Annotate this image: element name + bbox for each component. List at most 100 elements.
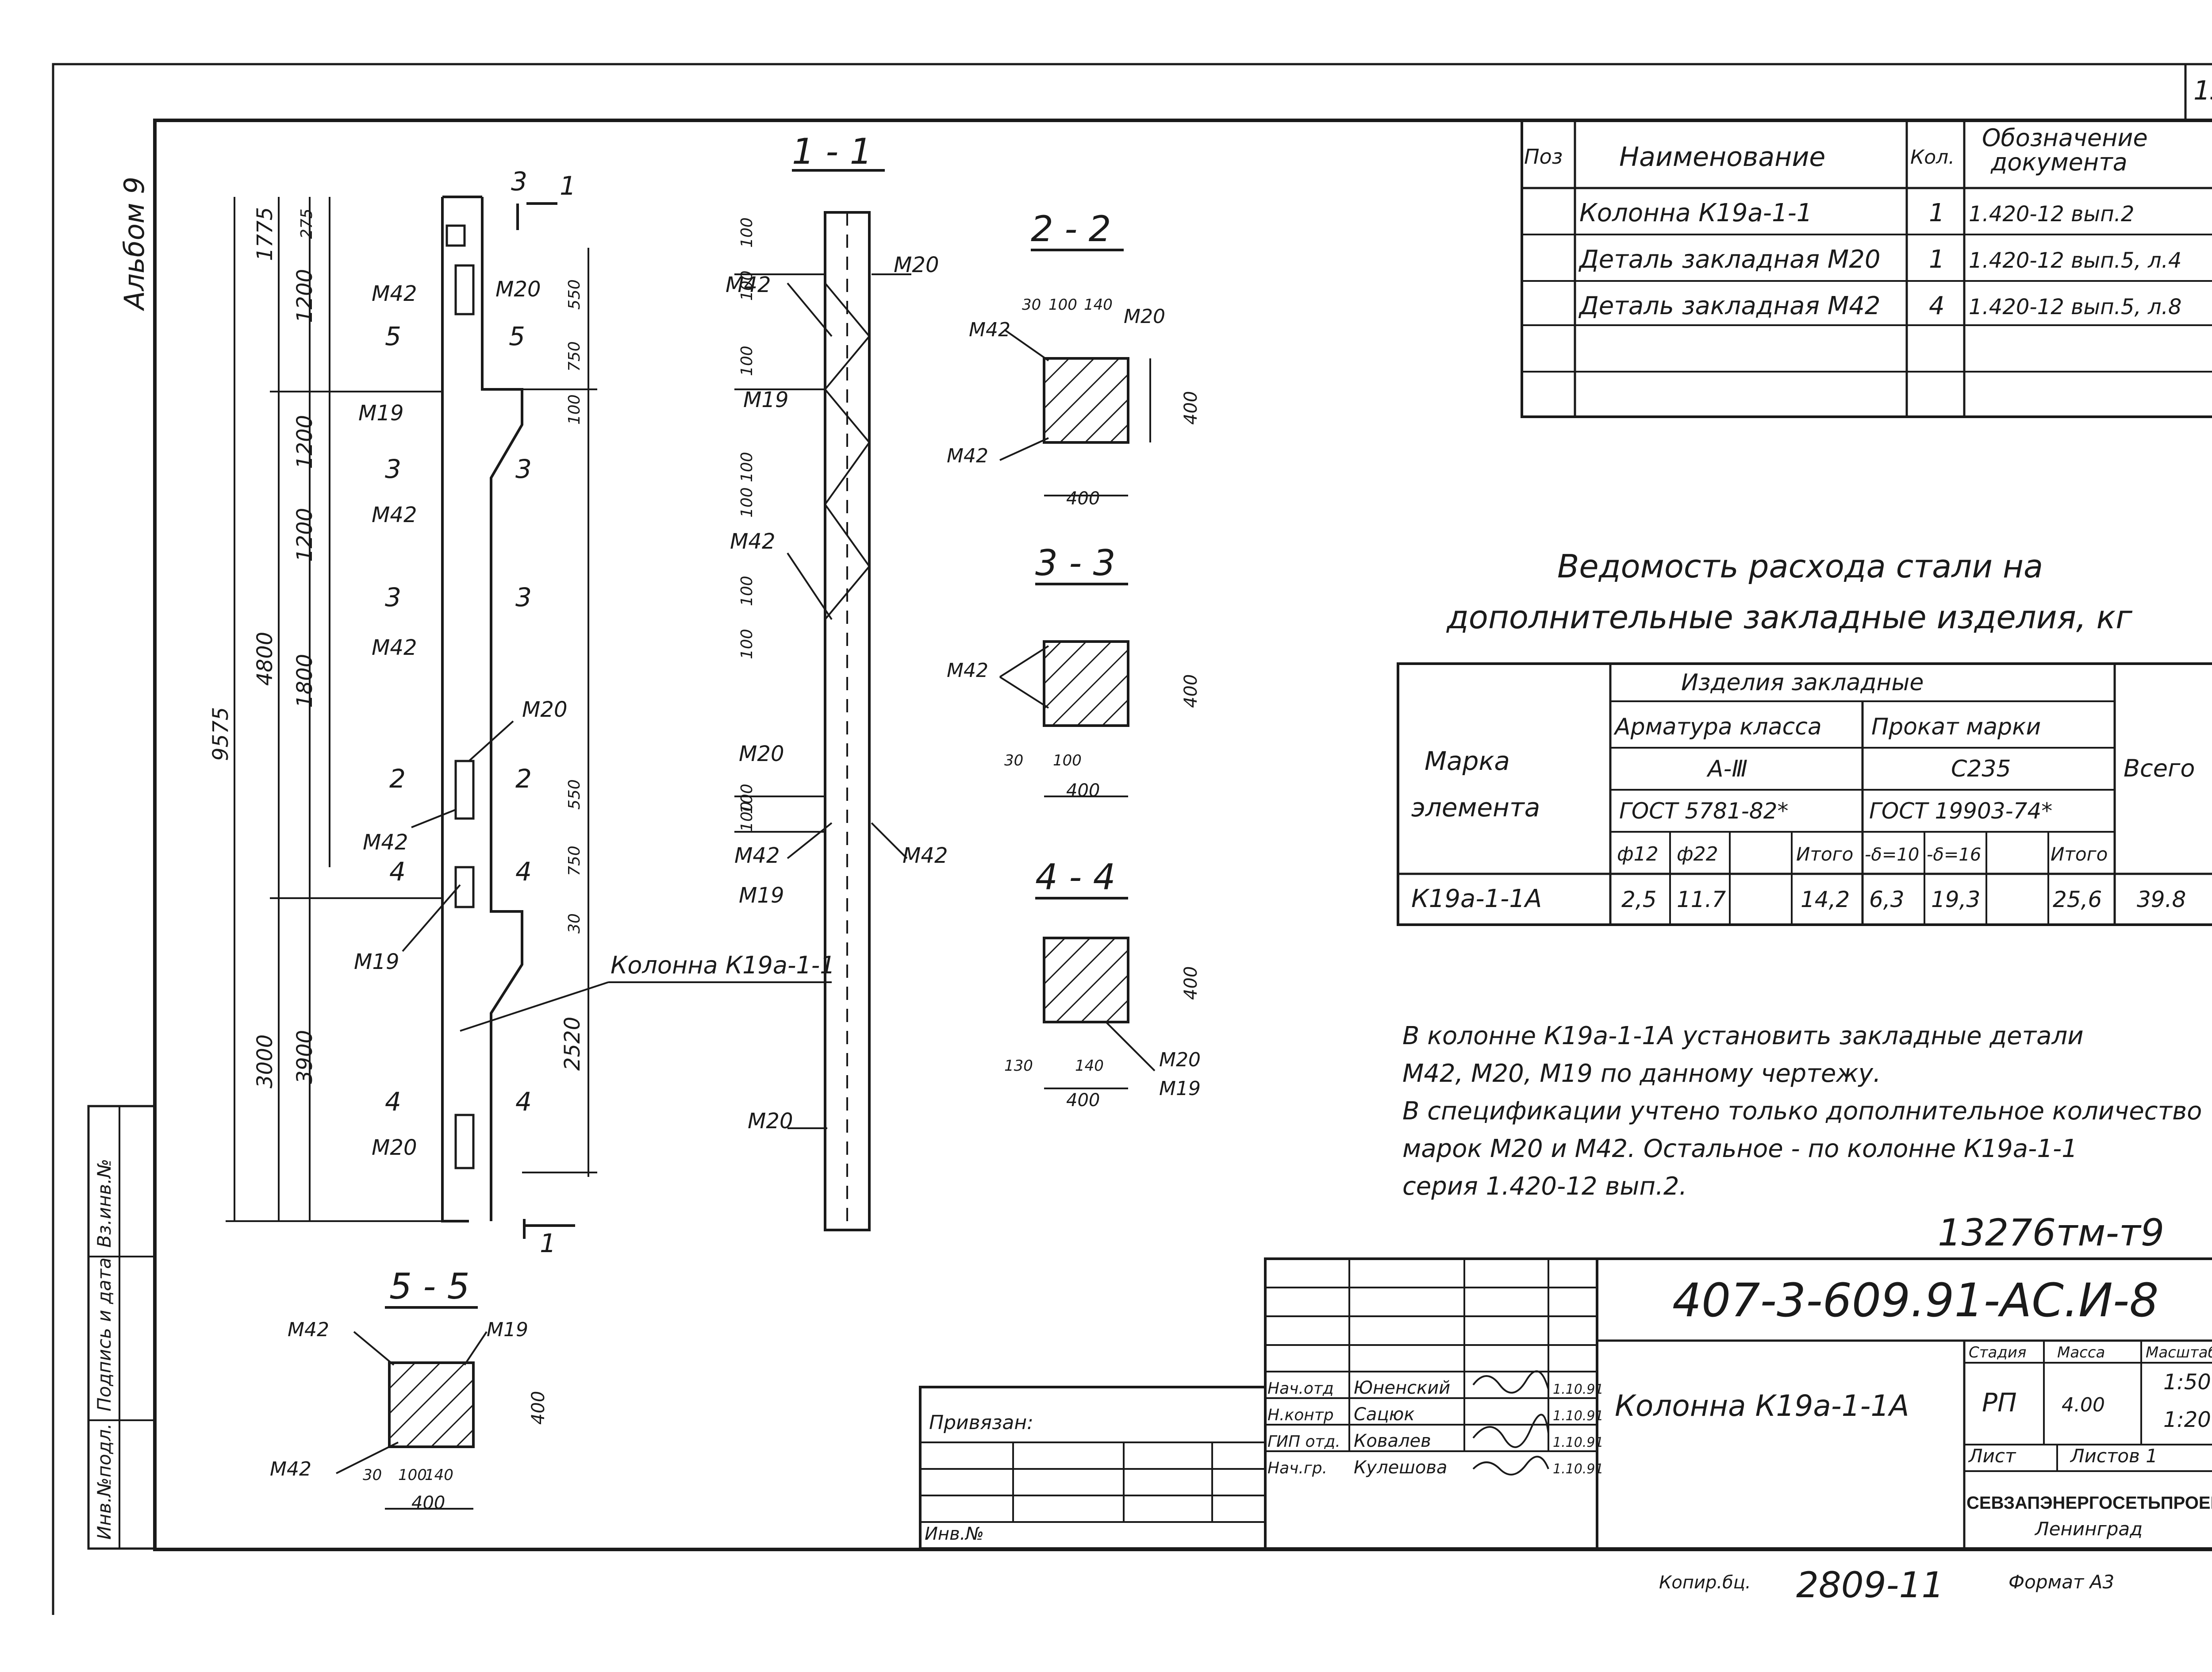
sec11-mark-5: М42	[734, 843, 780, 868]
steel-row-v2: 11.7	[1677, 887, 1726, 912]
cut-0: 3	[511, 166, 527, 196]
spec-r2-name: Деталь закладная М42	[1578, 292, 1880, 320]
elev-embed-m19-mid	[454, 866, 475, 908]
elev-mark-1: М20	[495, 277, 541, 302]
elev-mark-8: М20	[372, 1135, 417, 1160]
steel-h-rebar-gost: ГОСТ 5781-82*	[1619, 798, 1788, 824]
stamp-scale-label: Масштаб	[2146, 1344, 2212, 1361]
steel-row-v1: 2,5	[1621, 887, 1657, 912]
notes: В колонне К19а-1-1А установить закладные…	[1402, 1022, 2202, 1201]
sec55-mark-2: М42	[270, 1458, 311, 1480]
elev-embed-m20-bot	[454, 1114, 475, 1169]
stamp-sheets-label: Листов 1	[2070, 1445, 2158, 1467]
dim-right-1: 750	[565, 341, 584, 372]
left-strip: Инв.№подл. Подпись и дата Вз.инв.№	[87, 1105, 156, 1550]
dim-inner-4: 1800	[292, 654, 317, 708]
dim-inner-0: 275	[298, 208, 316, 239]
steel-h-rebar-class: А-Ⅲ	[1706, 756, 1747, 782]
sec22-dim-1: 100	[1048, 296, 1077, 314]
steel-row-v4: 14,2	[1801, 887, 1850, 912]
section-5-5: 5 - 5 М42 М19 М42 30 100 140 400 400	[270, 1266, 549, 1513]
stamp-mass: 4.00	[2062, 1394, 2105, 1416]
sheet-number: 13	[2193, 75, 2212, 106]
sec44-mark-1: М19	[1159, 1077, 1201, 1100]
note-4: серия 1.420-12 вып.2.	[1402, 1172, 1687, 1201]
column-elevation	[226, 196, 832, 1239]
dim-mid-2: 3000	[253, 1034, 277, 1088]
steel-row-v5: 6,3	[1869, 887, 1905, 912]
dim-inner-5: 3900	[292, 1030, 317, 1084]
spec-r1-name: Деталь закладная М20	[1578, 245, 1880, 274]
signer-0-name: Юненский	[1354, 1378, 1450, 1398]
cut-3: 5	[509, 321, 525, 351]
steel-title-1: Ведомость расхода стали на	[1557, 548, 2043, 585]
cut-12: 4	[385, 1087, 401, 1117]
note-0: В колонне К19а-1-1А установить закладные…	[1402, 1022, 2084, 1050]
cut-6: 3	[385, 582, 401, 612]
sec11-mark-8: М20	[748, 1109, 793, 1134]
sec22-dim-2: 140	[1084, 296, 1113, 314]
spec-h-doc1: Обозначение	[1982, 124, 2148, 152]
sec55-mark-0: М42	[288, 1318, 329, 1341]
inv-label: Инв.№	[925, 1524, 984, 1544]
signer-0-date: 1.10.91	[1553, 1382, 1604, 1397]
elev-mark-0: М42	[372, 281, 417, 306]
dim-inner-2: 1200	[292, 415, 317, 469]
signature-3	[1472, 1456, 1549, 1476]
elev-embed-m20-mid	[454, 760, 475, 820]
sec55-mark-1: М19	[487, 1318, 528, 1341]
sec11-dim-3: 100	[738, 452, 756, 482]
note-1: М42, М20, М19 по данному чертежу.	[1402, 1059, 1881, 1088]
signer-2-date: 1.10.91	[1553, 1435, 1604, 1450]
sec44-profile	[1043, 937, 1129, 1023]
sec11-dim-7: 100	[738, 784, 756, 814]
sec22-profile	[1043, 357, 1129, 444]
drawing-code: 407-3-609.91-АС.И-8	[1672, 1273, 2158, 1327]
sec11-mark-0: М42	[726, 273, 771, 297]
spec-r0-doc: 1.420-12 вып.2	[1969, 202, 2134, 227]
stamp-org-2: Ленинград	[2034, 1518, 2143, 1540]
signer-1-date: 1.10.91	[1553, 1408, 1604, 1424]
sec22-dim-4: 400	[1181, 391, 1201, 425]
sec55-dim-2: 140	[425, 1466, 453, 1484]
sec11-dim-0: 100	[738, 217, 756, 248]
steel-title-2: дополнительные закладные изделия, кг	[1446, 599, 2133, 636]
signature-0	[1472, 1370, 1549, 1394]
elev-mark-3: М42	[372, 503, 417, 527]
title-block: 407-3-609.91-АС.И-8 Колонна К19а-1-1А Ст…	[919, 1257, 2212, 1550]
spec-h-doc2: документа	[1990, 148, 2128, 176]
sec33-dim-0: 30	[1004, 752, 1023, 769]
footer-format: Формат А3	[2008, 1571, 2114, 1593]
spec-h-pos: Поз	[1524, 145, 1563, 169]
dim-total: 9575	[208, 707, 233, 761]
section-1-1: 1 - 1 М42 М20 М19 М42 М20 М42 М42 М19 М2…	[726, 131, 948, 1231]
steel-h-mark2: элемента	[1411, 792, 1540, 823]
sec11-mark-1: М20	[894, 253, 939, 277]
steel-sub-4: -δ=10	[1865, 845, 1919, 865]
signer-0-role: Нач.отд	[1267, 1380, 1334, 1398]
section-2-2: 2 - 2 М42 М20 М42 30 100 140 400 400	[947, 208, 1201, 509]
sec33-dim-2: 400	[1066, 780, 1100, 801]
elev-embed-m42-top	[445, 224, 466, 247]
cut-13: 4	[515, 1087, 532, 1117]
sec55-title: 5 - 5	[389, 1266, 470, 1307]
sec44-title: 4 - 4	[1035, 857, 1116, 898]
sec11-mark-2: М19	[743, 388, 789, 412]
drawing-title: Колонна К19а-1-1А	[1615, 1389, 1909, 1423]
elev-mark-2: М19	[358, 401, 404, 426]
steel-h-rolled: Прокат марки	[1871, 714, 2041, 740]
spec-r0-name: Колонна К19а-1-1	[1579, 199, 1812, 227]
steel-h-rolled-grade: С235	[1951, 756, 2011, 782]
sec33-profile	[1043, 640, 1129, 727]
sec11-dim-5: 100	[738, 576, 756, 606]
sec11-mark-6: М42	[902, 843, 948, 868]
cut-7: 3	[515, 582, 532, 612]
cut-8: 2	[389, 764, 406, 794]
cut-2: 5	[385, 321, 401, 351]
sec11-mark-4: М20	[739, 742, 784, 766]
inventory-ref: 13276тм-т9	[1938, 1211, 2164, 1254]
steel-row-mark: К19а-1-1А	[1411, 884, 1542, 913]
signer-1-role: Н.контр	[1267, 1406, 1334, 1424]
dim-inner-1: 1200	[292, 269, 317, 323]
